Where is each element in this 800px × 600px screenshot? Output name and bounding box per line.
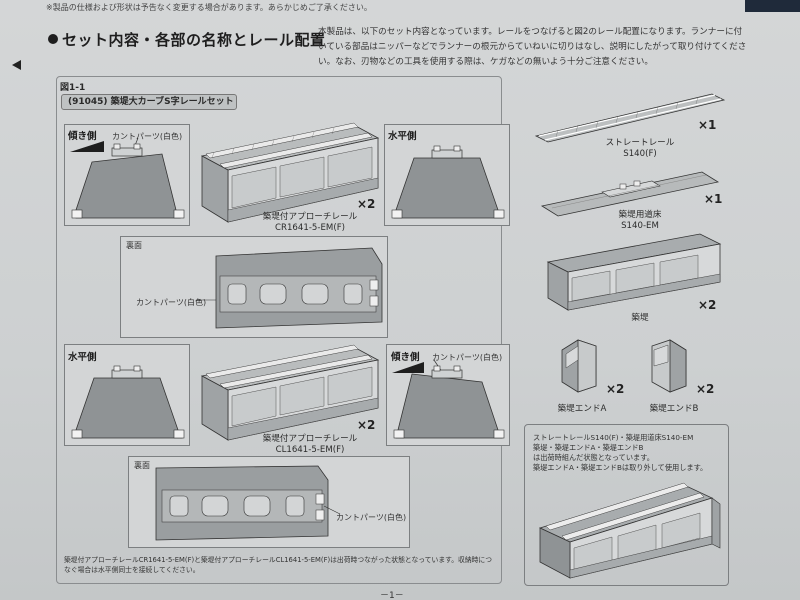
header-tab bbox=[745, 0, 800, 12]
assembly-note-line-4: 築堤エンドA・築堤エンドBは取り外して使用します。 bbox=[533, 463, 723, 473]
page-number: －1－ bbox=[380, 588, 404, 600]
product-name-bottom: 築堤付アプローチレール bbox=[255, 434, 365, 445]
embankment-end-b-icon bbox=[646, 336, 696, 392]
qty-roadbed: ×1 bbox=[704, 192, 722, 206]
qty-end-a: ×2 bbox=[606, 382, 624, 396]
qty-end-b: ×2 bbox=[696, 382, 714, 396]
assembly-note-line-3: は出荷時組んだ状態となっています。 bbox=[533, 453, 723, 463]
part-code-straight-rail: S140(F) bbox=[600, 149, 680, 160]
page-turn-arrow-icon bbox=[12, 60, 21, 70]
part-name-embankment: 築堤 bbox=[600, 313, 680, 324]
section-title-text: セット内容・各部の名称とレール配置 bbox=[62, 31, 326, 49]
straight-rail-icon bbox=[536, 92, 726, 142]
figure-label: 図1-1 bbox=[60, 80, 85, 93]
product-code-bottom: CL1641-5-EM(F) bbox=[255, 445, 365, 456]
embankment-icon bbox=[540, 232, 724, 312]
embankment-profile-bottom-right bbox=[386, 344, 510, 446]
underside-view-top bbox=[120, 236, 388, 338]
embankment-profile-top-left bbox=[64, 124, 190, 226]
qty-bottom: ×2 bbox=[357, 418, 375, 432]
bullet-icon bbox=[48, 34, 58, 44]
spec-notice: ※製品の仕様および形状は予告なく変更する場合があります。あらかじめご了承ください… bbox=[46, 2, 372, 13]
part-code-roadbed: S140-EM bbox=[600, 221, 680, 232]
embankment-approach-rail-bottom bbox=[192, 344, 384, 446]
assembled-embankment-icon bbox=[532, 478, 722, 582]
assembly-note: ストレートレールS140(F)・築堤用道床S140-EM 築堤・築堤エンドA・築… bbox=[533, 433, 723, 473]
embankment-end-a-icon bbox=[556, 336, 606, 392]
qty-top: ×2 bbox=[357, 197, 375, 211]
set-name-bar: (91045) 築堤大カーブS字レールセット bbox=[61, 94, 237, 110]
qty-embankment: ×2 bbox=[698, 298, 716, 312]
product-code-top: CR1641-5-EM(F) bbox=[255, 223, 365, 234]
part-name-straight-rail: ストレートレール bbox=[600, 138, 680, 149]
part-name-end-b: 築堤エンドB bbox=[640, 404, 708, 415]
figure-foot-note: 築堤付アプローチレールCR1641-5-EM(F)と築堤付アプローチレールCL1… bbox=[64, 555, 494, 575]
section-title: セット内容・各部の名称とレール配置 bbox=[48, 29, 326, 50]
intro-text: 本製品は、以下のセット内容となっています。レールをつなげると図2のレール配置にな… bbox=[318, 25, 748, 70]
embankment-profile-top-right bbox=[384, 124, 510, 226]
assembly-note-line-1: ストレートレールS140(F)・築堤用道床S140-EM bbox=[533, 433, 723, 443]
assembly-note-line-2: 築堤・築堤エンドA・築堤エンドB bbox=[533, 443, 723, 453]
product-name-top: 築堤付アプローチレール bbox=[255, 212, 365, 223]
underside-view-bottom bbox=[128, 456, 410, 548]
embankment-profile-bottom-left bbox=[64, 344, 190, 446]
part-name-roadbed: 築堤用道床 bbox=[600, 210, 680, 221]
qty-straight-rail: ×1 bbox=[698, 118, 716, 132]
part-name-end-a: 築堤エンドA bbox=[548, 404, 616, 415]
